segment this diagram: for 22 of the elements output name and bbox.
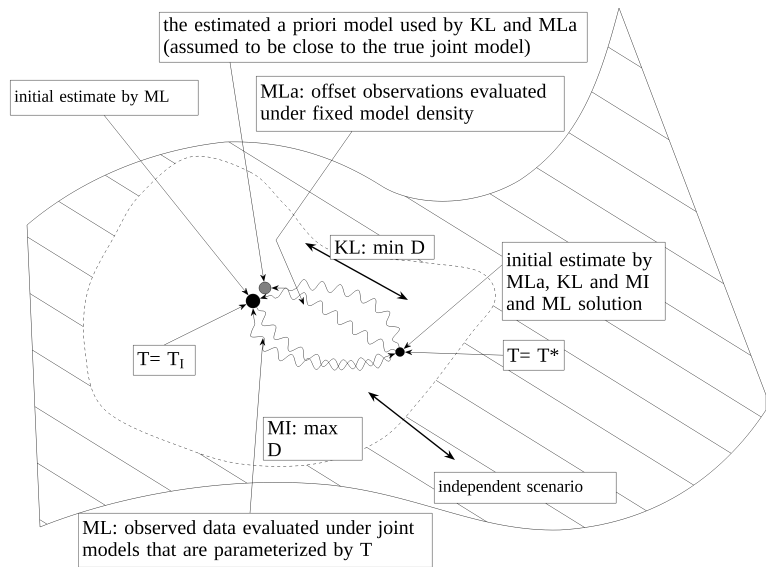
text-box: ML: observed data evaluated under joint models that are parameterized by T: [78, 513, 432, 567]
node-label: ML: observed data evaluated under joint models that are parameterized by T: [82, 520, 414, 560]
text-box: the estimated a priori model used by KL and MLa (assumed to be close to the true joint model): [159, 12, 588, 62]
text-box: independent scenario: [434, 472, 616, 504]
point-dot: [246, 294, 260, 308]
text-box: MI: max D: [263, 417, 362, 460]
wavy-arrow: [260, 288, 396, 352]
text-box: initial estimate by ML: [10, 80, 198, 116]
text-box: KL: min D: [330, 235, 434, 260]
leader-line: [405, 350, 504, 356]
text-box: T= T$_{I}$: [133, 345, 196, 376]
point-dot: [258, 282, 272, 294]
text-box: MLa: offset observations evaluated under fixed model density: [256, 76, 564, 132]
leader-line: [404, 264, 502, 349]
leader-line: [230, 62, 266, 282]
text-box: T= T*: [503, 340, 564, 370]
leader-line: [164, 304, 246, 346]
leader-line: [104, 115, 248, 296]
leader-line: [276, 131, 352, 305]
text-box: initial estimate by MLa, KL and MI and ML solution: [502, 242, 666, 320]
leader-line: [250, 338, 266, 514]
wavy-arrow: [272, 279, 400, 348]
